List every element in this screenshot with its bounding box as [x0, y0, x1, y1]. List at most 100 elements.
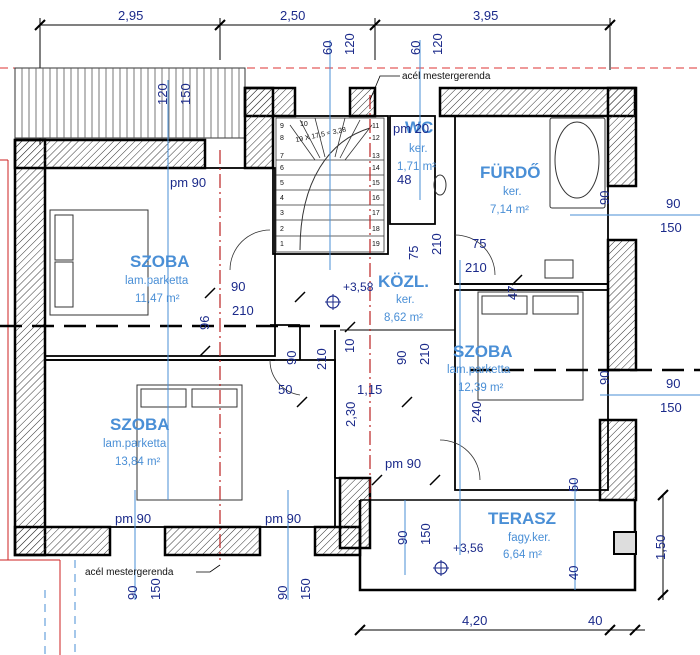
stair-step-number: 19	[372, 241, 380, 248]
chimney	[613, 531, 637, 555]
stair-step-number: 18	[372, 226, 380, 233]
win-mark-a: 60	[408, 41, 423, 55]
win-mark-a: 90	[395, 531, 410, 545]
room-furdo: FÜRDŐ ker. 7,14 m²	[480, 163, 540, 216]
stair-step-number: 3	[280, 210, 284, 217]
door-mark: 96	[197, 316, 212, 330]
win-mark-b: 150	[298, 578, 313, 600]
room-wc: WC ker. 1,71 m²	[397, 118, 436, 173]
win-mark-b: 120	[430, 33, 445, 55]
room-floor: ker.	[409, 143, 428, 155]
sink	[544, 259, 574, 279]
dim-right-1: 1,50	[653, 535, 668, 560]
room-area: 7,14 m²	[490, 204, 529, 216]
win-mark-a: 90	[275, 586, 290, 600]
beam-label-bottom: acél mestergerenda	[85, 567, 174, 578]
room-floor: lam.parketta	[447, 364, 511, 376]
room-area: 1,71 m²	[397, 161, 436, 173]
door-mark: 50	[278, 382, 292, 397]
dim-bottom-2: 40	[588, 613, 602, 628]
stair-step-number: 9	[280, 123, 284, 130]
stair-step-number: 6	[280, 165, 284, 172]
elevation-value: +3,56	[453, 541, 484, 555]
win-mark-b: 150	[660, 400, 682, 415]
room-szoba-1: SZOBA lam.parketta 11,47 m²	[125, 252, 190, 305]
bed-room2	[136, 384, 243, 501]
win-mark-b: 90	[666, 376, 680, 391]
toilet	[433, 174, 447, 196]
win-mark-b: 120	[342, 33, 357, 55]
bed-room1	[49, 209, 149, 316]
beam-label-top: acél mestergerenda	[402, 71, 491, 82]
win-mark-b: 150	[418, 523, 433, 545]
dim-top-2: 2,50	[280, 8, 305, 23]
win-mark-a: 90	[597, 371, 612, 385]
room-floor: ker.	[503, 186, 522, 198]
section-line	[0, 324, 700, 372]
door-mark: 210	[232, 303, 254, 318]
door-mark: 210	[429, 233, 444, 255]
left-red-lines	[0, 159, 61, 655]
elevation-1: +3,58	[325, 280, 374, 310]
stair-step-number: 4	[280, 195, 284, 202]
stair-step-number: 14	[372, 165, 380, 172]
room-name: SZOBA	[130, 252, 190, 271]
blue-axis-lines	[134, 40, 700, 600]
stair-step-number: 16	[372, 195, 380, 202]
room-name: KÖZL.	[378, 272, 429, 291]
win-mark-b: 150	[178, 83, 193, 105]
door-mark: 210	[417, 343, 432, 365]
tick-marks	[199, 274, 523, 486]
room-terasz: TERASZ fagy.ker. 6,64 m²	[488, 509, 556, 561]
room-floor: ker.	[396, 294, 415, 306]
win-mark-b: 150	[148, 578, 163, 600]
pm-mark: pm 90	[115, 511, 151, 526]
pm-mark: pm 90	[265, 511, 301, 526]
door-mark: 240	[469, 401, 484, 423]
door-mark: 40	[566, 566, 581, 580]
room-floor: fagy.ker.	[508, 532, 551, 544]
stair-step-number: 8	[280, 135, 284, 142]
beam-lines	[219, 95, 371, 560]
room-area: 6,64 m²	[503, 549, 542, 561]
room-floor: lam.parketta	[125, 275, 189, 287]
room-floor: lam.parketta	[103, 438, 167, 450]
room-kozl: KÖZL. ker. 8,62 m²	[378, 272, 429, 324]
room-name: SZOBA	[453, 342, 513, 361]
dim-top-1: 2,95	[118, 8, 143, 23]
stair-step-number: 2	[280, 226, 284, 233]
room-area: 11,47 m²	[135, 293, 180, 305]
stair-step-number: 11	[372, 123, 379, 130]
room-name: FÜRDŐ	[480, 163, 540, 182]
left-blue-lines	[44, 560, 76, 655]
door-mark: 47	[505, 286, 520, 300]
door-mark: 10	[342, 339, 357, 353]
room-szoba-3: SZOBA lam.parketta 12,39 m²	[447, 342, 513, 394]
door-mark: 2,30	[343, 402, 358, 427]
door-mark: 210	[314, 348, 329, 370]
dim-bottom-1: 4,20	[462, 613, 487, 628]
stair-step-number: 1	[280, 241, 284, 248]
door-mark: 90	[231, 279, 245, 294]
pm-mark: pm 90	[170, 175, 206, 190]
win-mark-a: 90	[597, 191, 612, 205]
room-area: 13,84 m²	[115, 456, 161, 468]
door-swings	[229, 229, 496, 481]
room-name: TERASZ	[488, 509, 556, 528]
bottom-dimension-line	[354, 624, 645, 636]
win-mark-a: 60	[320, 41, 335, 55]
stair-step-number: 15	[372, 180, 380, 187]
stair-step-number: 7	[280, 153, 284, 160]
win-mark-b: 150	[660, 220, 682, 235]
win-mark-a: 90	[125, 586, 140, 600]
room-area: 12,39 m²	[458, 382, 504, 394]
door-mark: 75	[406, 246, 421, 260]
stair-step-number: 10	[300, 121, 308, 128]
elevation-2: +3,56	[433, 541, 484, 576]
bathtub	[549, 117, 606, 209]
bed-room3	[477, 291, 584, 401]
exterior-walls	[13, 86, 638, 557]
door-mark: 48	[397, 172, 411, 187]
balcony-railing	[14, 67, 246, 139]
